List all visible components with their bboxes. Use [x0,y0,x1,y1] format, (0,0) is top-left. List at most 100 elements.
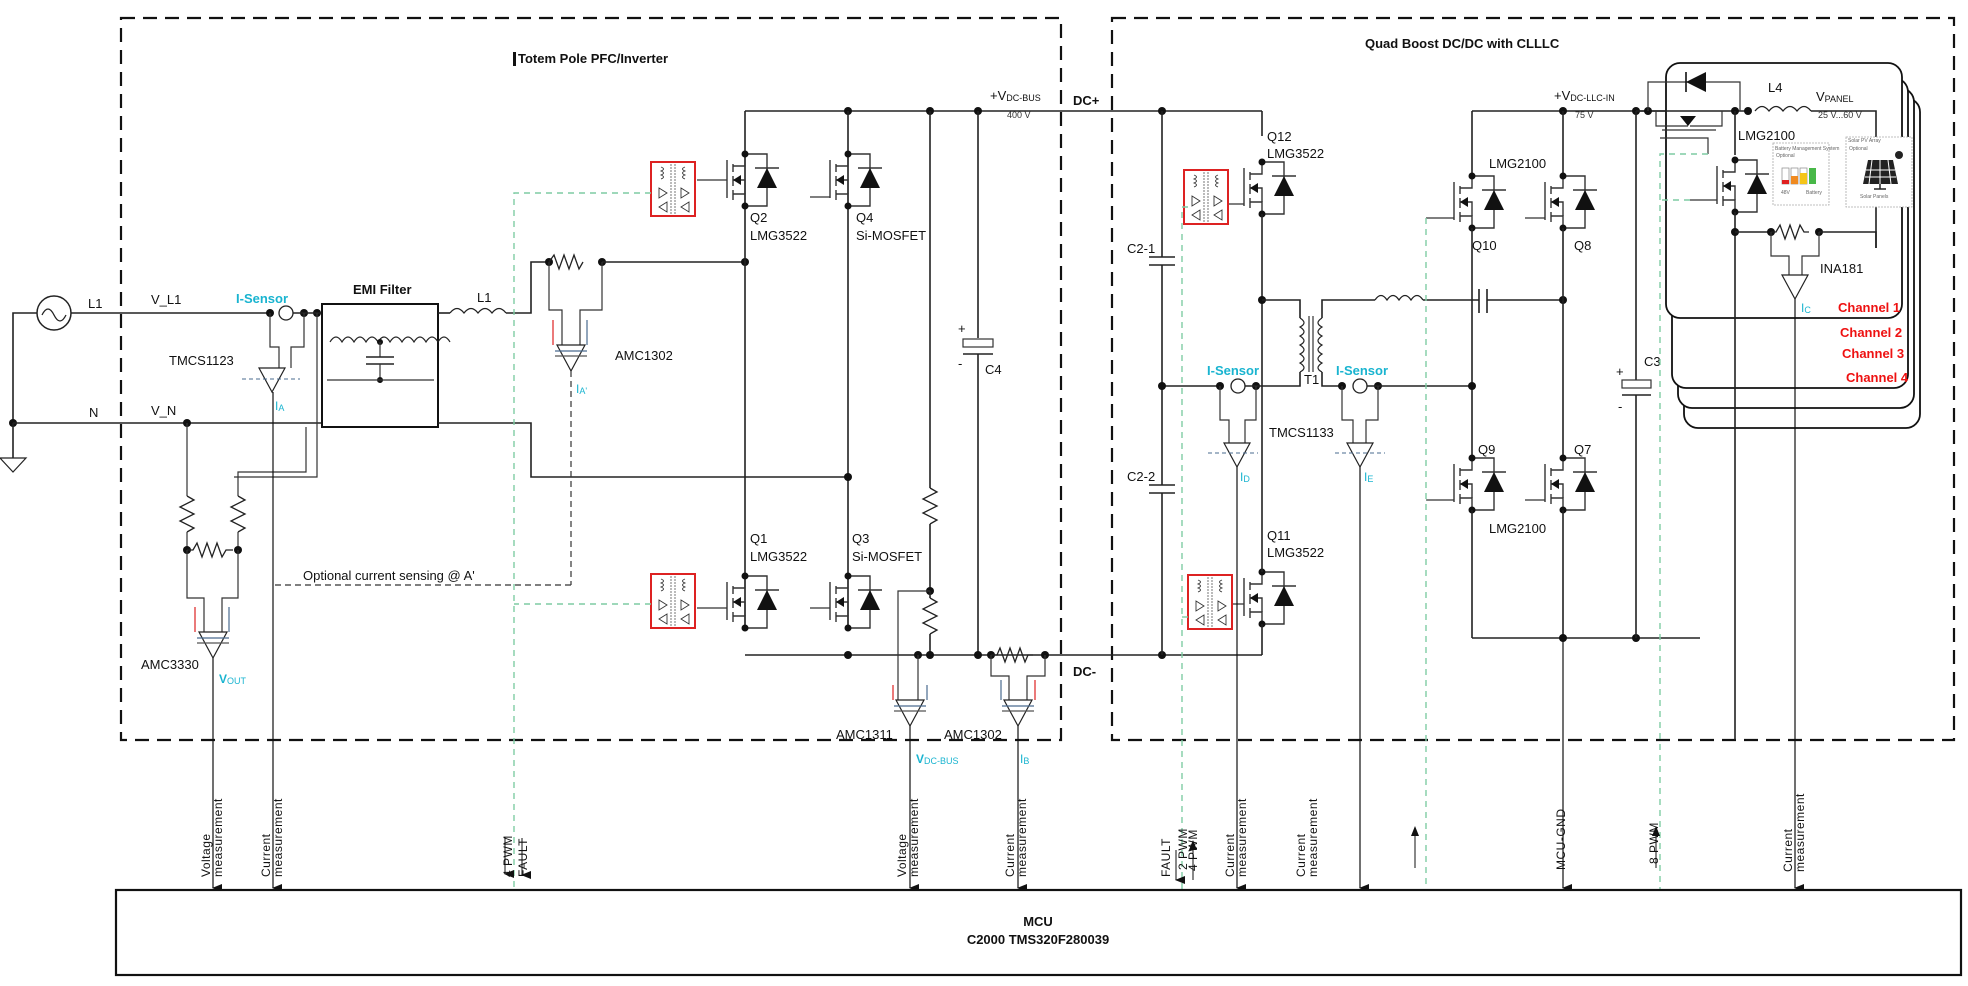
current-sensor-tmcs1123: I-Sensor TMCS1123 IA [169,291,322,478]
battery-icon [1781,167,1816,185]
dcdc-primary: C2-1 C2-2 Q12 LMG3522 Q11 LMG3522 I-Sens… [1127,107,1472,659]
signal-label-4a: Voltage [895,833,909,877]
t1-label: T1 [1304,372,1319,387]
measurement-lines [212,299,1804,892]
q11-name: Q11 [1267,528,1291,543]
q9-name: Q9 [1478,442,1495,457]
i-sensor-d-label: I-Sensor [1207,363,1259,378]
mosfet-q12 [1243,157,1297,219]
ia-prime-label: IA' [576,382,587,396]
emi-filter-label: EMI Filter [353,282,412,297]
mosfet-q3 [829,571,883,633]
q2-part: LMG3522 [750,228,807,243]
ie-label: IE [1364,470,1373,484]
mosfet-q8 [1544,171,1598,233]
q12-name: Q12 [1267,129,1292,144]
bms-voltage: 48V [1781,190,1791,196]
q1-part: LMG3522 [750,549,807,564]
channel-1-label: Channel 1 [1838,300,1900,315]
mcu-name: MCU [1023,914,1053,929]
pfc-block-title: Totem Pole PFC/Inverter [518,51,668,66]
id-label: ID [1240,470,1250,484]
c3-plus: + [1616,364,1624,379]
dc-plus-label: DC+ [1073,93,1100,108]
q4-name: Q4 [856,210,873,225]
signal-label-10a: MCU-GND [1554,809,1568,871]
mosfet-q4 [829,149,883,211]
q3-part: Si-MOSFET [852,549,922,564]
vout-label: VOUT [219,672,247,686]
solar-caption: Solar Panels [1860,194,1889,200]
tmcs1123-label: TMCS1123 [169,353,234,368]
sine-wave-icon [41,308,67,322]
lmg2100-bottom-label: LMG2100 [1489,521,1546,536]
signal-label-2b: measurement [271,798,285,877]
emi-filter: EMI Filter [321,282,451,428]
c21-label: C2-1 [1127,241,1155,256]
gate-isolator-q12 [1183,169,1229,225]
mosfet-q1 [726,571,780,633]
c4-minus: - [958,356,962,371]
vdcbus-meas-label: VDC-BUS [916,752,959,766]
l4-label: L4 [1768,80,1782,95]
solar-optional: Optional [1849,146,1868,152]
signal-label-1b: measurement [211,798,225,877]
totem-pole-bridge: Q2 LMG3522 Q4 Si-MOSFET Q1 LMG3522 Q3 Si… [650,88,1100,766]
solar-title: Solar PV Array [1848,138,1881,144]
pwm-signal-lines [513,153,1708,890]
signal-label-11a: 8 PWM [1647,822,1661,864]
vl1-label: V_L1 [151,292,181,307]
vn-label: V_N [151,403,176,418]
mcu-block: MCU C2000 TMS320F280039 [114,888,1963,977]
signal-label-2a: Current [259,833,273,877]
pfc-block: Totem Pole PFC/Inverter [119,16,1063,742]
ac-source: L1 N V_L1 V_N [0,292,270,473]
amc3330-voltage-sense: AMC3330 VOUT [141,423,307,686]
signal-label-7a: Current [1223,833,1237,877]
amc1302-top-label: AMC1302 [615,348,673,363]
q1-name: Q1 [750,531,767,546]
signal-label-5a: Current [1003,833,1017,877]
q2-name: Q2 [750,210,767,225]
signal-label-12a: Current [1781,828,1795,872]
line-label: L1 [88,296,102,311]
channel-stack: Channel 1 Channel 2 Channel 3 Channel 4 … [1636,62,1921,740]
vllc-label: +VDC-LLC-IN [1554,88,1615,103]
tmcs1133-label: TMCS1133 [1269,425,1334,440]
q12-part: LMG3522 [1267,146,1324,161]
solar-panel-icon [1863,151,1903,190]
ground-icon [0,457,28,473]
dc-minus-label: DC- [1073,664,1096,679]
q10-name: Q10 [1472,238,1497,253]
mosfet-q9 [1453,453,1507,515]
bms-optional: Optional [1776,153,1795,159]
i-sensor-e-label: I-Sensor [1336,363,1388,378]
q3-name: Q3 [852,531,869,546]
q4-part: Si-MOSFET [856,228,926,243]
amc1311-label: AMC1311 [836,727,893,742]
signal-label-7b: measurement [1235,798,1249,877]
vdcbus-value: 400 V [1007,110,1031,120]
ia-label: IA [275,399,284,413]
signal-label-5b: measurement [1015,798,1029,877]
signal-label-12b: measurement [1793,793,1807,872]
solar-pv-array-panel: Solar PV Array Optional Solar Panels [1845,136,1913,208]
optional-sensing-note: Optional current sensing @ A' [303,568,475,583]
signal-label-1a: Voltage [199,833,213,877]
channel-2-label: Channel 2 [1840,325,1902,340]
dcdc-secondary: LMG2100 Q10 Q8 Q9 Q7 LMG2100 + - C3 +VDC… [1374,88,1700,642]
i-sensor-label: I-Sensor [236,291,288,306]
mosfet-q10 [1453,171,1507,233]
amc1302-shunt-a-prime: AMC1302 IA' [273,253,749,586]
amc1302-bottom-label: AMC1302 [944,727,1002,742]
bms-battery: Battery [1806,190,1822,196]
signal-label-3a: 4 PWM [501,835,515,877]
amc3330-label: AMC3330 [141,657,199,672]
dcdc-block-title: Quad Boost DC/DC with CLLLC [1365,36,1560,51]
neutral-label: N [89,405,98,420]
c4-label: C4 [985,362,1002,377]
ib-label: IB [1020,752,1029,766]
c22-label: C2-2 [1127,469,1155,484]
l1-inductor-label: L1 [477,290,491,305]
